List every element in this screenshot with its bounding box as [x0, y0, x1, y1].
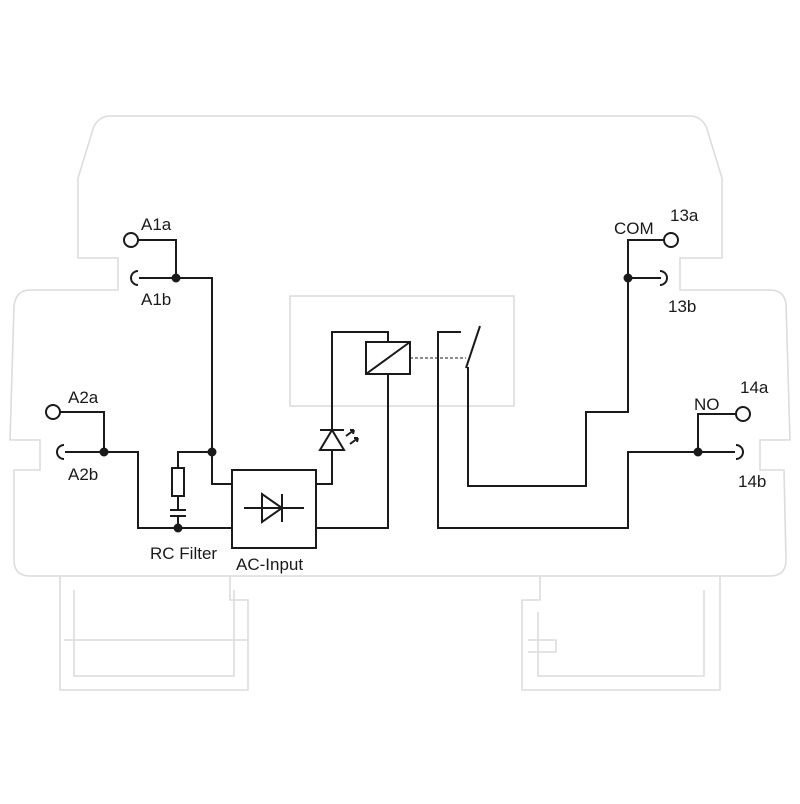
led-icon: [318, 428, 346, 451]
label-a1a: A1a: [141, 215, 172, 234]
terminal-13a-icon: [663, 232, 679, 248]
right-circuit: [437, 239, 737, 529]
terminal-a2b-icon: [56, 444, 65, 460]
ac-input-block: [231, 469, 317, 549]
diode-icon: [244, 492, 304, 524]
terminal-a1b-icon: [130, 270, 139, 286]
terminal-14a-icon: [735, 406, 751, 422]
label-14b: 14b: [738, 472, 766, 491]
label-13b: 13b: [668, 297, 696, 316]
label-13a: 13a: [670, 206, 699, 225]
terminal-13b-icon: [659, 270, 668, 286]
terminal-symbols: [45, 232, 751, 460]
terminal-a2a-icon: [45, 404, 61, 420]
terminal-14b-icon: [735, 444, 744, 460]
relay-switch-contact: [465, 325, 481, 369]
label-a2b: A2b: [68, 465, 98, 484]
housing-outline: [9, 115, 791, 691]
labels: A1a A1b A2a A2b RC Filter AC-Input COM 1…: [68, 206, 769, 574]
label-14a: 14a: [740, 378, 769, 397]
left-circuit: [59, 239, 233, 529]
led-light-arrows: [345, 429, 359, 445]
label-rc-filter: RC Filter: [150, 544, 217, 563]
centre-circuit: [231, 331, 466, 549]
label-no: NO: [694, 395, 720, 414]
junction-dots: [99, 273, 703, 533]
terminal-a1a-icon: [123, 232, 139, 248]
label-ac-input: AC-Input: [236, 555, 303, 574]
rc-filter-resistor: [171, 467, 185, 497]
label-a1b: A1b: [141, 290, 171, 309]
label-a2a: A2a: [68, 388, 99, 407]
label-com: COM: [614, 219, 654, 238]
